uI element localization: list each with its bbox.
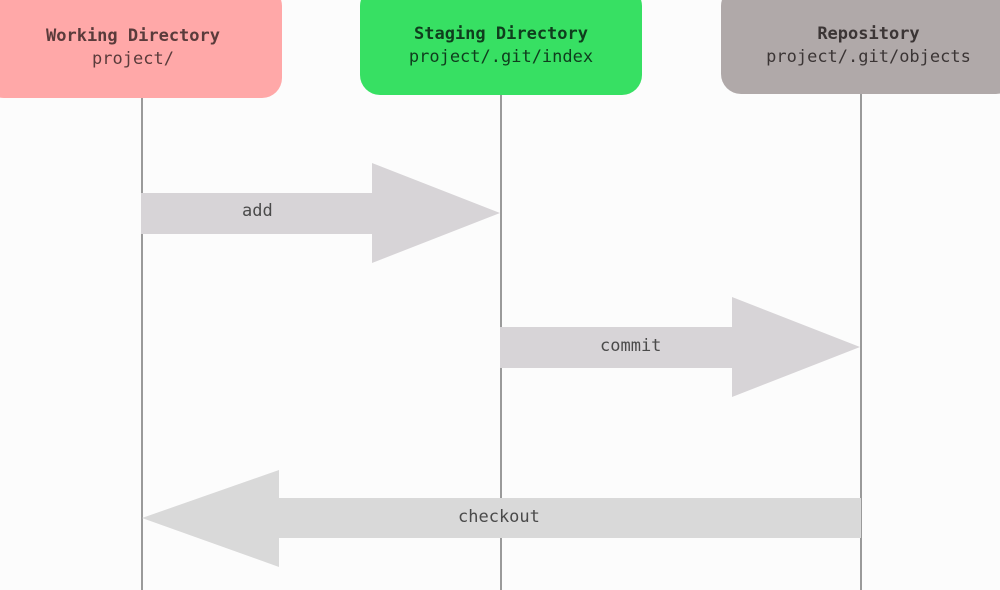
actor-title-staging-directory: Staging Directory [414,24,588,45]
actor-box-working-directory[interactable]: Working Directory project/ [0,0,282,98]
actor-box-staging-directory[interactable]: Staging Directory project/.git/index [360,0,642,95]
message-arrow-commit[interactable] [500,297,861,398]
message-label-commit: commit [600,336,662,356]
lifeline-repository [860,88,862,590]
actor-title-repository: Repository [817,23,920,44]
message-arrow-add[interactable] [141,163,501,264]
actor-title-working-directory: Working Directory [46,25,220,46]
message-arrow-checkout[interactable] [142,470,861,568]
actor-subtitle-staging-directory: project/.git/index [408,47,594,67]
actor-subtitle-repository: project/.git/objects [766,46,971,67]
lifeline-working-directory [141,90,143,590]
message-label-checkout: checkout [458,507,540,527]
message-arrow-add-shape [141,163,500,263]
message-label-add: add [242,201,273,221]
message-arrow-commit-shape [500,297,860,397]
message-arrow-checkout-shape [142,470,861,567]
actor-subtitle-working-directory: project/ [92,48,174,69]
actor-box-repository[interactable]: Repository project/.git/objects [721,0,1000,94]
